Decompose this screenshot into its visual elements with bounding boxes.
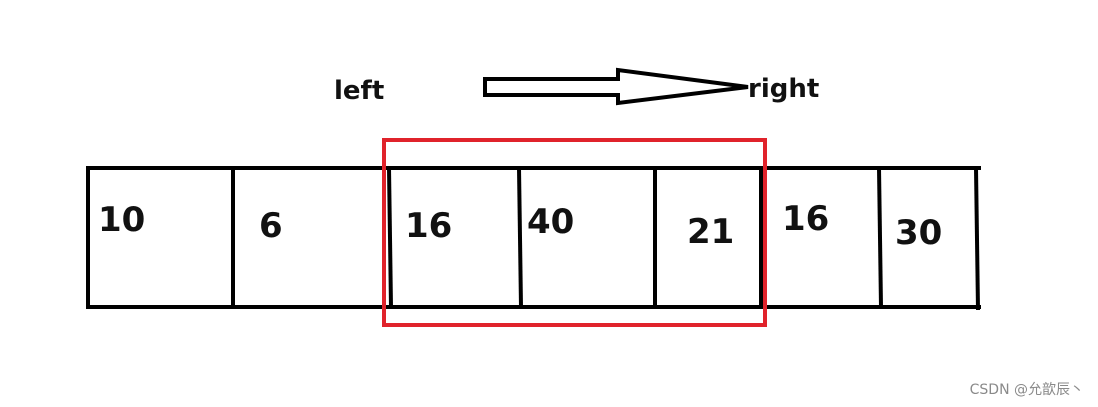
sliding-window-box (382, 138, 767, 327)
array-cells: 10 6 16 40 21 16 30 (98, 199, 942, 253)
left-pointer-label: left (334, 76, 384, 106)
right-pointer-label: right (748, 74, 819, 104)
watermark: CSDN @允歆辰丶 (969, 382, 1084, 398)
cell-divider (974, 167, 980, 311)
array-cell-value: 6 (259, 206, 283, 246)
array-cell-value: 16 (405, 206, 452, 246)
array-cell-value: 30 (895, 213, 942, 253)
array-outline (86, 166, 981, 309)
cell-dividers (86, 167, 980, 311)
direction-arrow-icon (483, 67, 749, 106)
array-cell-value: 16 (782, 199, 829, 239)
array-cell-value: 10 (98, 200, 145, 240)
array-cell-value: 21 (687, 212, 734, 252)
cell-divider (517, 167, 523, 308)
cell-divider (877, 167, 883, 308)
array-cell-value: 40 (527, 202, 574, 242)
cell-divider (387, 167, 393, 308)
